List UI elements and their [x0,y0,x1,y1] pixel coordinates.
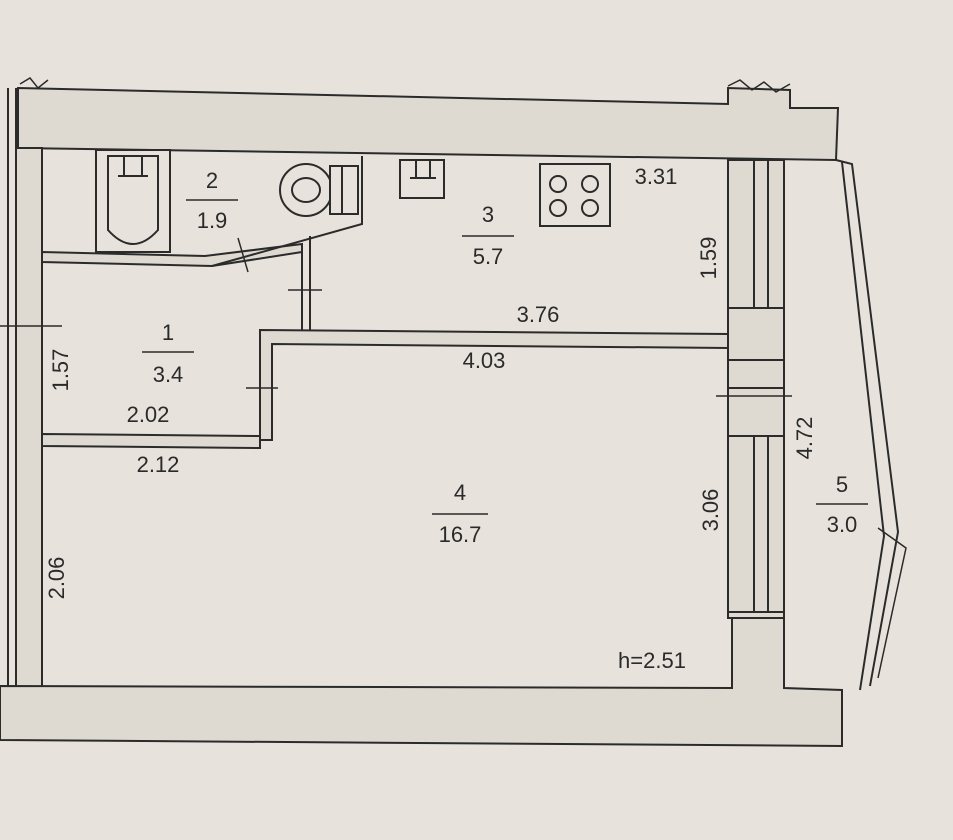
dim-room4-right: 3.06 [698,489,723,532]
room-area: 1.9 [197,208,228,233]
wall-top [17,86,840,162]
dim-kitchen-depth: 1.59 [696,237,721,280]
room-area: 3.0 [827,512,858,537]
room-number: 3 [482,202,494,227]
dim-room4-width: 4.03 [463,348,506,373]
room-area: 3.4 [153,362,184,387]
wall-lines [0,77,907,702]
bathtub-icon [95,149,171,253]
partition-hall [41,432,261,450]
stove-icon [539,163,611,227]
room-label-4: 4 16.7 [432,480,488,547]
room-number: 5 [836,472,848,497]
partition-kitchen [259,328,729,441]
wall-bottom [0,617,843,748]
toilet-icon [279,163,359,217]
partition-bath [41,242,303,268]
room-label-3: 3 5.7 [462,202,514,269]
dim-balcony-length: 4.72 [792,417,817,460]
dim-room4-left: 2.06 [44,557,69,600]
ceiling-height: h=2.51 [618,648,686,673]
room-label-2: 2 1.9 [186,168,238,233]
room-area: 16.7 [439,522,482,547]
room-number: 1 [162,320,174,345]
dim-kitchen-width: 3.31 [635,164,678,189]
dim-partition-upper: 3.76 [517,302,560,327]
dimensions: 3.31 1.59 3.76 4.03 1.57 2.02 2.12 2.06 … [44,164,817,673]
sink-icon [399,159,445,199]
dim-hall-width-outer: 2.12 [137,452,180,477]
room-label-1: 1 3.4 [142,320,194,387]
room-number: 2 [206,168,218,193]
wall-left [15,147,43,689]
room-label-5: 5 3.0 [816,472,868,537]
room-area: 5.7 [473,244,504,269]
room-number: 4 [454,480,466,505]
dim-hall-depth: 1.57 [48,349,73,392]
balcony-outline [835,159,900,687]
dim-hall-width-inner: 2.02 [127,402,170,427]
